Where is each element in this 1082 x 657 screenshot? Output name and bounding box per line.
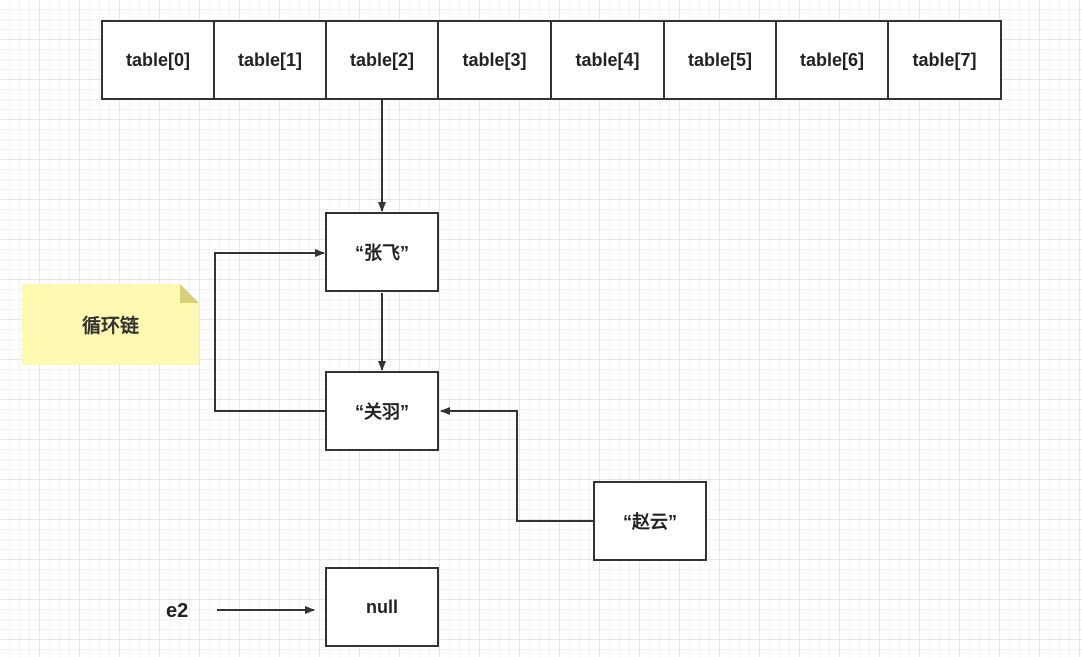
node-zhaoyun: “赵云” <box>593 481 707 561</box>
table-cell-3: table[3] <box>437 20 552 100</box>
node-guanyu: “关羽” <box>325 371 439 451</box>
table-cell-4: table[4] <box>550 20 665 100</box>
table-cell-2: table[2] <box>325 20 439 100</box>
arrow-zhaoyun-to-guanyu <box>440 407 594 522</box>
table-cell-7: table[7] <box>887 20 1002 100</box>
table-cell-6: table[6] <box>775 20 889 100</box>
table-cell-1: table[1] <box>213 20 327 100</box>
variable-label-e2: e2 <box>166 600 189 622</box>
node-null: null <box>325 567 439 647</box>
node-zhangfei: “张飞” <box>325 212 439 292</box>
sticky-note-circular-chain: 循环链 <box>22 284 199 365</box>
table-cell-5: table[5] <box>663 20 777 100</box>
table-cell-0: table[0] <box>101 20 215 100</box>
arrow-guanyu-loop-to-zhangfei <box>214 249 326 412</box>
sticky-note-text: 循环链 <box>81 316 139 337</box>
